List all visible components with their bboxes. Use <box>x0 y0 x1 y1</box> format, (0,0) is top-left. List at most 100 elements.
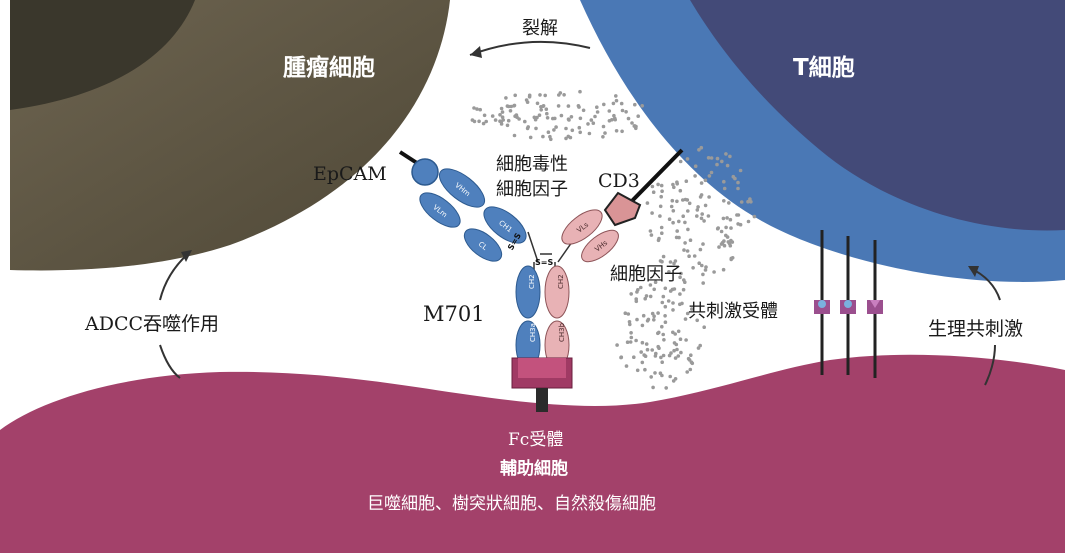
arrowheads <box>181 46 979 277</box>
cytokine-dot <box>660 324 664 329</box>
cytokine-dot <box>731 174 736 179</box>
cytokine-dot <box>541 134 545 139</box>
cytokine-dot <box>681 214 685 218</box>
cytokine-dot <box>632 124 637 128</box>
cytokine-dot <box>675 229 679 233</box>
cytokine-dot <box>679 350 683 355</box>
cytokine-dot <box>566 134 571 139</box>
cytokine-dot <box>671 182 675 187</box>
cytokine-dot <box>534 126 538 131</box>
cytokine-dot <box>633 102 637 107</box>
cytokine-dot <box>505 104 510 108</box>
cytokine-dot <box>626 116 631 121</box>
cytokine-dot <box>675 347 679 352</box>
cytokine-dot <box>595 110 600 114</box>
cytokine-dot <box>749 200 753 204</box>
cytokine-dot <box>504 96 508 100</box>
cytokine-dot <box>727 241 732 246</box>
cytokine-dot <box>702 325 706 330</box>
cytokine-dot <box>653 280 658 285</box>
cytokine-dot <box>725 163 730 168</box>
cytokine-dot <box>698 247 703 252</box>
costim-arrow-down <box>984 344 996 386</box>
cytokine-dot <box>537 113 542 117</box>
cytokine-dot <box>470 118 475 122</box>
cytokine-dot <box>667 270 671 274</box>
cytokine-dot <box>678 337 683 342</box>
cytokine-dot <box>541 104 546 108</box>
cytokine-dot <box>695 214 699 218</box>
cytokine-dot <box>698 343 702 348</box>
cytokine-dot <box>724 152 728 156</box>
cytokine-dot <box>660 189 664 193</box>
cytokine-dot <box>668 374 672 379</box>
cytokine-dot <box>683 197 688 202</box>
cytokine-dot <box>581 108 586 113</box>
cytokine-dot <box>720 159 724 164</box>
cytokine-dot <box>641 313 646 318</box>
cytokine-dot <box>564 126 568 131</box>
cytokine-dot <box>669 204 674 209</box>
cytokine-dot <box>721 267 726 272</box>
cytokine-dot <box>717 245 721 249</box>
cytokine-dot <box>709 170 714 175</box>
antibody-hinges <box>527 231 573 275</box>
lysis-arrow <box>469 40 591 56</box>
cytokine-dot <box>721 216 726 221</box>
cytokine-dot <box>661 353 666 358</box>
physiological-costim-label: 生理共刺激 <box>928 318 1024 340</box>
cytokine-dot <box>693 164 698 168</box>
cytokine-dot <box>712 270 716 274</box>
cytokine-dot <box>722 243 727 248</box>
cytokine-dot <box>643 296 647 301</box>
domain-vhm <box>438 168 486 208</box>
cytokine-dot <box>624 110 628 114</box>
cytokine-dot <box>729 226 733 230</box>
cytokine-dot <box>610 118 614 122</box>
cytokine-dot <box>611 101 616 106</box>
cytokine-dot <box>603 131 607 135</box>
cytokine-dot <box>545 116 550 120</box>
cytokine-dot <box>559 113 564 118</box>
cytokine-dot <box>612 113 616 118</box>
cytokine-dot <box>722 239 726 243</box>
cytokine-dot <box>578 130 582 135</box>
cytokine-dot <box>498 113 502 117</box>
helper-cell-examples: 巨噬細胞、樹突狀細胞、自然殺傷細胞 <box>367 494 656 514</box>
cytokine-dot <box>632 355 636 360</box>
cytokine-dot <box>672 261 676 266</box>
cytokine-dot <box>640 104 644 108</box>
cytokine-dot <box>678 292 682 296</box>
cytokine-dot <box>652 287 656 292</box>
cytokine-dot <box>634 297 638 301</box>
cytokine-dot <box>653 371 657 375</box>
cytokine-dot <box>659 183 664 188</box>
cytokine-dot <box>651 190 656 194</box>
cytokine-dot <box>650 184 655 189</box>
cytokine-dot <box>688 238 693 242</box>
cytokine-dot <box>706 214 711 218</box>
cytokine-dot <box>512 133 517 138</box>
fc-receptor-label: Fc受體 <box>508 430 564 450</box>
cytokine-dot <box>700 212 704 216</box>
cytokine-dot <box>552 128 556 132</box>
cytokine-dot <box>667 353 672 358</box>
cytokine-dot <box>635 368 640 373</box>
cytokine-dot <box>652 318 656 322</box>
cytokine-dot <box>699 181 704 185</box>
cytokine-dot <box>675 199 679 204</box>
cytokine-dot <box>643 367 647 372</box>
cytokine-dot <box>554 125 558 129</box>
cytokine-dot <box>607 109 612 113</box>
helper-cell-title: 輔助細胞 <box>500 459 568 479</box>
cytokine-dot <box>566 117 571 121</box>
cytokine-dot <box>589 118 594 122</box>
cytokine-dot <box>650 348 654 352</box>
cytokine-dot <box>482 113 487 118</box>
cytokine-dot <box>728 217 733 222</box>
cytokine-dot <box>513 93 517 98</box>
domain-label-cl: CL <box>477 240 489 252</box>
cytokine-dot <box>725 235 730 239</box>
cytokine-dot <box>660 259 664 264</box>
cytokine-dot <box>546 130 551 134</box>
